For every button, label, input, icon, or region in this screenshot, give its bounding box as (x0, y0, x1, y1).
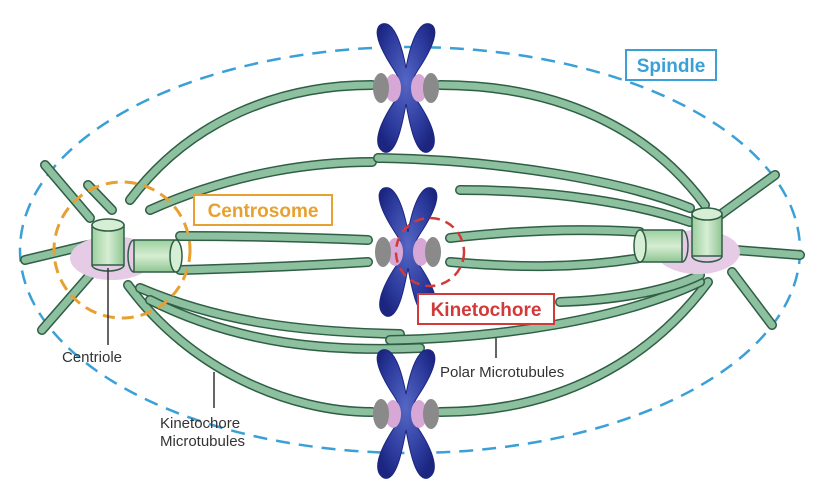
centriole-label: Centriole (62, 349, 122, 366)
centrosome-left (70, 218, 183, 280)
centrosome-right (633, 207, 740, 274)
centriole-icon (633, 229, 689, 263)
chromosome-top (373, 23, 439, 153)
chromosome-icon (373, 23, 439, 153)
centrosome-highlight (52, 180, 192, 320)
kinetochore-highlight (394, 216, 466, 288)
centrosome-label: Centrosome (208, 201, 319, 222)
microtubules (20, 80, 805, 417)
chromosome-icon (373, 349, 439, 479)
kinetochore-label-box: Kinetochore (417, 293, 555, 325)
centriole-icon (91, 218, 125, 272)
centrosome-label-box: Centrosome (193, 194, 333, 226)
spindle-label-box: Spindle (625, 49, 717, 81)
chromosome-bottom (373, 349, 439, 479)
astral-microtubules-right (715, 170, 805, 330)
kinetochore-microtubules-label-line2: Microtubules (160, 433, 245, 450)
centriole-icon (127, 239, 183, 273)
centriole-icon (691, 207, 723, 263)
spindle-label: Spindle (637, 56, 706, 77)
polar-microtubules-label: Polar Microtubules (440, 364, 564, 381)
kinetochore-microtubules-label-line1: Kinetochore (160, 415, 240, 432)
kinetochore-label: Kinetochore (431, 300, 542, 321)
